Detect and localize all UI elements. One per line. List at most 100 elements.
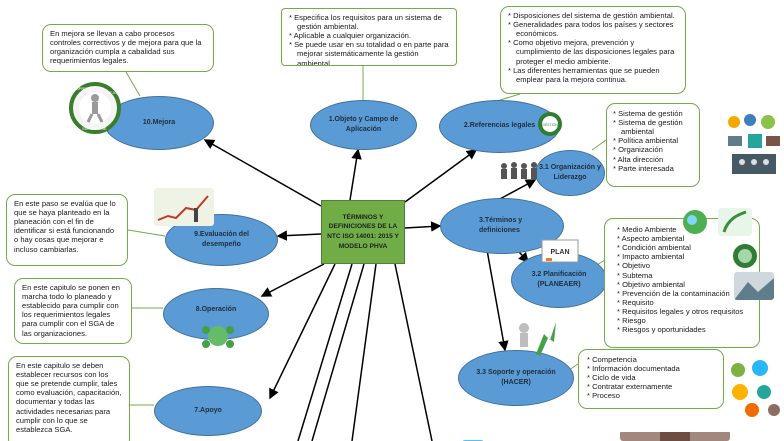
line-down-2 (311, 263, 365, 441)
planificacion-list: Medio Ambiente Aspecto ambiental Condici… (617, 225, 751, 334)
node-referencias-label: 2.Referencias legales (463, 122, 536, 130)
line-down-3 (351, 263, 377, 441)
operacion-description: En este capitulo se ponen en marcha todo… (22, 283, 120, 338)
node-objeto[interactable]: 1.Objeto y Campo de Aplicación (310, 100, 417, 150)
apoyo-description-box: En este capitulo se deben establecer rec… (8, 356, 130, 441)
mejora-description: En mejora se llevan a cabo procesos cont… (50, 29, 202, 66)
evaluacion-description: En este paso se evalúa que lo que se hay… (14, 199, 116, 254)
organizacion-description-box: Sistema de gestión Sistema de gestión am… (606, 103, 700, 187)
planificacion-item: Riesgos y oportunidades (617, 325, 751, 334)
business-icons-image (724, 110, 784, 180)
planificacion-item: Riesgo (617, 316, 751, 325)
node-terminos-label: 3.Términos y definiciones (479, 216, 523, 235)
arrow-to-organizacion (497, 179, 537, 201)
organizacion-item: Alta dirección (613, 155, 693, 164)
node-soporte[interactable]: 3.3 Soporte y operación (HACER) (458, 350, 574, 406)
referencias-list: Disposiciones del sistema de gestión amb… (508, 11, 678, 84)
planificacion-item: Requisito (617, 298, 751, 307)
link-evaluacion-box (127, 229, 166, 237)
link-mejora-box (125, 71, 141, 97)
planificacion-item: Subtema (617, 271, 751, 280)
planificacion-item: Requisitos legales y otros requisitos (617, 307, 751, 316)
referencias-item: Las diferentes herramientas que se puede… (508, 66, 678, 84)
node-mejora[interactable]: 10.Mejora (104, 96, 214, 150)
node-apoyo[interactable]: 7.Apoyo (154, 386, 262, 436)
arrow-to-apoyo (269, 263, 336, 400)
planificacion-item: Medio Ambiente (617, 225, 751, 234)
objeto-description-box: Especifica los requisitos para un sistem… (281, 8, 457, 66)
soporte-list: Competencia Información documentada Cicl… (587, 355, 715, 401)
referencias-item: Como objetivo mejora, prevención y cumpl… (508, 38, 678, 65)
arrow-to-terminos (404, 221, 442, 232)
objeto-item: Se puede usar en su totalidad o en parte… (289, 40, 449, 65)
planificacion-item: Objetivo (617, 261, 751, 270)
link-organizacion-box (591, 139, 607, 151)
organizacion-item: Sistema de gestión ambiental (613, 118, 693, 136)
node-apoyo-label: 7.Apoyo (194, 406, 222, 414)
team-image (498, 158, 542, 184)
environment-image-2 (718, 208, 752, 236)
organizacion-item: Política ambiental (613, 136, 693, 145)
referencias-item: Generalidades para todos los países y se… (508, 20, 678, 38)
arrow-to-evaluacion (276, 230, 322, 241)
soporte-icons-image (726, 358, 784, 420)
planificacion-item: Aspecto ambiental (617, 234, 751, 243)
growth-chart-image (154, 188, 214, 226)
objeto-item: Aplicable a cualquier organización. (289, 31, 449, 40)
gestion-badge-image: GESTIÓN (536, 110, 564, 138)
planificacion-item: Objetivo ambiental (617, 280, 751, 289)
environment-image-3 (728, 242, 762, 270)
evaluacion-description-box: En este paso se evalúa que lo que se hay… (6, 194, 128, 266)
mejora-description-box: En mejora se llevan a cabo procesos cont… (42, 24, 214, 72)
node-evaluacion-label: 9.Evaluación del desempeño (194, 230, 249, 249)
organizacion-item: Organización (613, 145, 693, 154)
center-topic[interactable]: TÉRMINOS Y DEFINICIONES DE LA NTC ISO 14… (321, 200, 405, 264)
soporte-item: Contratar externamente (587, 382, 715, 391)
arrow-to-operacion (260, 263, 325, 297)
soporte-item: Información documentada (587, 364, 715, 373)
organizacion-item: Sistema de gestión (613, 109, 693, 118)
planificacion-item: Prevención de la contaminación (617, 289, 751, 298)
line-down-1 (297, 263, 353, 441)
environment-image-4 (734, 272, 774, 300)
operacion-icon-image (198, 322, 238, 350)
node-evaluacion[interactable]: 9.Evaluación del desempeño (165, 214, 278, 266)
referencias-description-box: Disposiciones del sistema de gestión amb… (500, 6, 686, 94)
planificacion-item: Impacto ambiental (617, 252, 751, 261)
apoyo-description: En este capitulo se deben establecer rec… (16, 361, 122, 434)
soporte-item: Proceso (587, 391, 715, 400)
arrow-to-soporte (486, 249, 509, 352)
node-organizacion[interactable]: 3.1 Organización y Liderazgo (535, 150, 605, 196)
plan-image-text: PLAN (550, 249, 569, 256)
objeto-list: Especifica los requisitos para un sistem… (289, 13, 449, 65)
node-soporte-label: 3.3 Soporte y operación (HACER) (476, 368, 556, 387)
arrow-to-mejora (203, 139, 322, 207)
node-organizacion-label: 3.1 Organización y Liderazgo (539, 163, 601, 182)
gestion-badge-text: GESTIÓN (542, 122, 558, 127)
bottom-photo-image (620, 430, 730, 441)
soporte-item: Ciclo de vida (587, 373, 715, 382)
objeto-item: Especifica los requisitos para un sistem… (289, 13, 449, 31)
center-title: TÉRMINOS Y DEFINICIONES DE LA NTC ISO 14… (327, 213, 399, 250)
node-planificacion-label: 3.2 Planificación (PLANEAER) (531, 270, 587, 289)
arrow-to-objeto (349, 148, 362, 201)
organizacion-item: Parte interesada (613, 164, 693, 173)
line-down-4 (394, 263, 433, 441)
bottom-icon-image (462, 434, 484, 441)
node-objeto-label: 1.Objeto y Campo de Aplicación (328, 115, 399, 134)
environment-image-1 (678, 208, 712, 236)
operacion-description-box: En este capitulo se ponen en marcha todo… (14, 278, 132, 344)
soporte-item: Competencia (587, 355, 715, 364)
planificacion-item: Condición ambiental (617, 243, 751, 252)
node-terminos[interactable]: 3.Términos y definiciones (440, 198, 564, 254)
soporte-person-image (510, 318, 558, 358)
organizacion-list: Sistema de gestión Sistema de gestión am… (613, 109, 693, 173)
mejora-logo-top-text: APRENDE (76, 86, 96, 91)
arrow-to-referencias (404, 149, 478, 203)
referencias-item: Disposiciones del sistema de gestión amb… (508, 11, 678, 20)
plan-image: PLAN (540, 236, 580, 264)
link-referencias-box (499, 93, 521, 101)
node-operacion-label: 8.Operación (195, 306, 237, 313)
node-mejora-label: 10.Mejora (142, 118, 176, 126)
